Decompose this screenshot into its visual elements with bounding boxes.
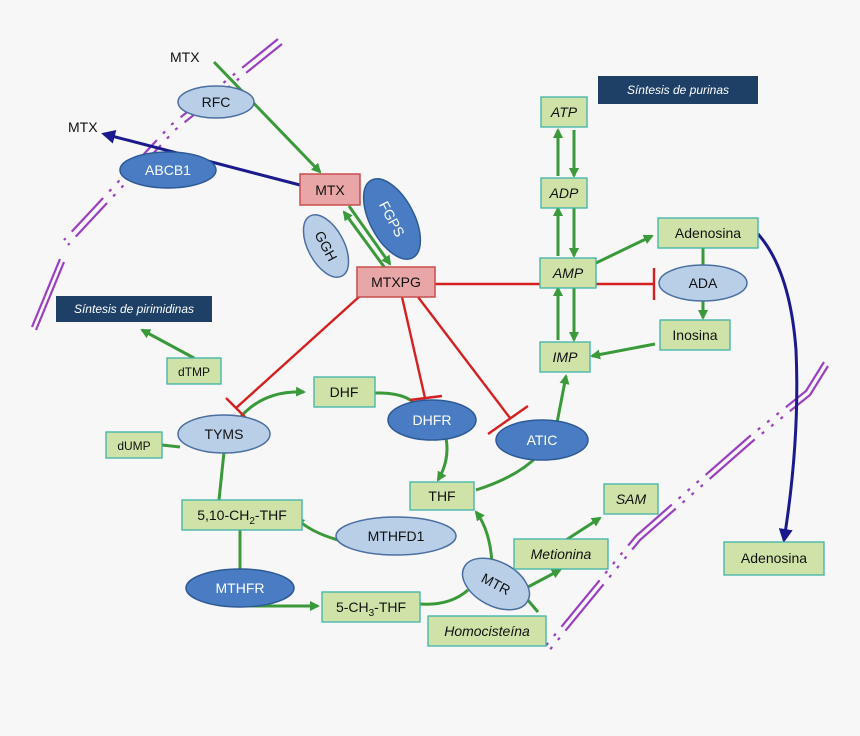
inhibition-lines — [225, 268, 656, 435]
svg-text:ATP: ATP — [550, 104, 578, 120]
svg-text:Inosina: Inosina — [672, 327, 717, 343]
pyrimidines-banner: Síntesis de pirimidinas — [56, 296, 212, 322]
node-adenosina[interactable]: Adenosina — [657, 217, 759, 249]
svg-text:ADP: ADP — [549, 185, 579, 201]
node-metionina[interactable]: Metionina — [513, 538, 609, 570]
node-thf[interactable]: THF — [409, 481, 475, 511]
enzyme-ggh[interactable]: GGH — [294, 208, 358, 285]
svg-text:Adenosina: Adenosina — [675, 225, 741, 241]
node-methyl-thf[interactable]: 5-CH3-THF — [321, 591, 421, 623]
node-imp[interactable]: IMP — [539, 341, 591, 373]
node-inosina[interactable]: Inosina — [659, 319, 731, 351]
enzyme-mthfd1[interactable]: MTHFD1 — [335, 516, 457, 556]
svg-text:RFC: RFC — [202, 94, 231, 110]
purines-banner: Síntesis de purinas — [598, 76, 758, 104]
svg-text:TYMS: TYMS — [205, 426, 244, 442]
enzyme-mthfr[interactable]: MTHFR — [185, 568, 295, 608]
svg-text:DHFR: DHFR — [413, 412, 452, 428]
mtx-input-label: MTX — [170, 49, 200, 65]
svg-text:MTX: MTX — [315, 182, 345, 198]
node-adp[interactable]: ADP — [540, 177, 588, 209]
mtx-output-label: MTX — [68, 119, 98, 135]
node-amp[interactable]: AMP — [539, 257, 597, 289]
svg-text:Homocisteína: Homocisteína — [444, 623, 530, 639]
node-mtxpg[interactable]: MTXPG — [356, 266, 436, 298]
svg-text:5-CH3-THF: 5-CH3-THF — [336, 599, 406, 619]
svg-text:Adenosina: Adenosina — [741, 550, 807, 566]
svg-text:IMP: IMP — [553, 349, 579, 365]
node-sam[interactable]: SAM — [603, 483, 659, 515]
node-mtx[interactable]: MTX — [299, 173, 361, 206]
node-methylene-thf[interactable]: 5,10-CH2-THF — [181, 499, 303, 531]
enzyme-rfc[interactable]: RFC — [177, 85, 255, 119]
svg-text:dUMP: dUMP — [117, 439, 150, 453]
svg-text:ATIC: ATIC — [527, 432, 558, 448]
enzyme-atic[interactable]: ATIC — [495, 419, 589, 461]
svg-text:Síntesis de purinas: Síntesis de purinas — [627, 83, 729, 97]
node-dtmp[interactable]: dTMP — [166, 357, 222, 385]
svg-text:Metionina: Metionina — [531, 546, 592, 562]
enzyme-fgps[interactable]: FGPS — [352, 170, 432, 268]
node-atp[interactable]: ATP — [540, 96, 588, 128]
svg-text:THF: THF — [428, 488, 455, 504]
svg-text:MTXPG: MTXPG — [371, 274, 421, 290]
svg-text:DHF: DHF — [330, 384, 359, 400]
svg-text:SAM: SAM — [616, 491, 647, 507]
node-adenosina-extracellular[interactable]: Adenosina — [723, 541, 825, 576]
svg-text:Síntesis de pirimidinas: Síntesis de pirimidinas — [74, 302, 194, 316]
svg-text:ADA: ADA — [689, 275, 718, 291]
svg-text:MTHFR: MTHFR — [216, 580, 265, 596]
svg-text:AMP: AMP — [552, 265, 584, 281]
enzyme-tyms[interactable]: TYMS — [177, 414, 271, 454]
enzyme-abcb1[interactable]: ABCB1 — [119, 151, 217, 189]
svg-text:MTHFD1: MTHFD1 — [368, 528, 425, 544]
svg-text:ABCB1: ABCB1 — [145, 162, 191, 178]
membrane-lower-right — [543, 361, 829, 653]
enzyme-dhfr[interactable]: DHFR — [387, 399, 477, 441]
enzyme-mtr[interactable]: MTR — [454, 548, 538, 621]
node-homocisteina[interactable]: Homocisteína — [427, 615, 547, 647]
node-dhf[interactable]: DHF — [313, 376, 376, 408]
activation-arrows — [140, 60, 708, 613]
node-dump[interactable]: dUMP — [105, 431, 163, 459]
membrane-upper-left — [30, 38, 283, 331]
svg-text:5,10-CH2-THF: 5,10-CH2-THF — [197, 507, 287, 527]
svg-text:dTMP: dTMP — [178, 365, 210, 379]
enzyme-ada[interactable]: ADA — [658, 264, 748, 302]
